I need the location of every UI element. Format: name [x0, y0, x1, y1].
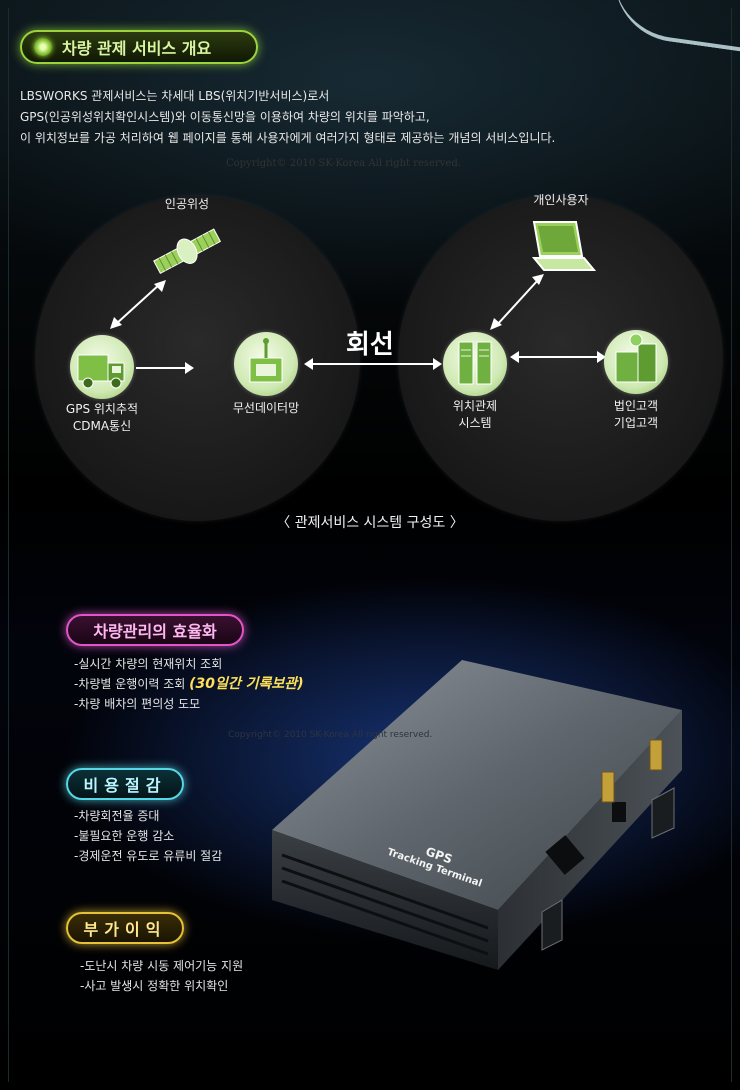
- arrow-wireless-control: [304, 358, 442, 370]
- line-label: 회선: [346, 330, 394, 360]
- wireless-node: 무선데이터망: [233, 332, 299, 415]
- list-item: -차량회전율 증대: [74, 809, 160, 823]
- intro-line-3: 이 위치정보를 가공 처리하여 웹 페이지를 통해 사용자에게 여러가지 형태로…: [20, 131, 556, 145]
- satellite-label: 인공위성: [164, 197, 210, 211]
- satellite-node: 인공위성: [152, 197, 224, 288]
- section-title-efficiency: 차량관리의 효율화: [66, 614, 244, 646]
- truck-icon: [70, 335, 134, 399]
- added-value-list: -도난시 차량 시동 제어기능 지원 -사고 발생시 정확한 위치확인: [80, 956, 243, 996]
- building-icon: [604, 330, 668, 394]
- copyright-watermark: Copyright© 2010 SK-Korea All right reser…: [226, 158, 461, 169]
- copyright-watermark-2: Copyright© 2010 SK-Korea All right reser…: [228, 730, 433, 740]
- section-title-overview: 차량 관제 서비스 개요: [20, 30, 258, 64]
- intro-line-2: GPS(인공위성위치확인시스템)와 이동통신망을 이용하여 차량의 위치를 파악…: [20, 110, 430, 124]
- list-item: -차량 배차의 편의성 도모: [74, 697, 201, 711]
- cost-list: -차량회전율 증대 -불필요한 운행 감소 -경제운전 유도로 유류비 절감: [74, 806, 222, 866]
- arrow-control-individual: [490, 274, 544, 330]
- individual-user-node: 개인사용자: [524, 193, 597, 282]
- green-dot-icon: [34, 38, 52, 56]
- arrow-satellite-truck: [110, 280, 166, 329]
- highlight-text: (30일간 기록보관): [189, 676, 304, 692]
- arrow-truck-wireless: [136, 362, 194, 374]
- individual-user-label: 개인사용자: [533, 193, 589, 207]
- gps-tracking-label: GPS 위치추적 CDMA통신: [65, 402, 139, 433]
- section-title-overview-label: 차량 관제 서비스 개요: [62, 39, 212, 58]
- laptop-icon: [531, 221, 597, 271]
- list-item: -경제운전 유도로 유류비 절감: [74, 849, 223, 863]
- gps-tracking-terminal-image: [272, 660, 682, 970]
- corporate-label: 법인고객 기업고객: [613, 399, 659, 430]
- list-item: -도난시 차량 시동 제어기능 지원: [80, 959, 244, 973]
- intro-text: LBSWORKS 관제서비스는 차세대 LBS(위치기반서비스)로서 GPS(인…: [20, 86, 720, 149]
- control-system-node: 위치관제 시스템: [443, 332, 507, 430]
- list-item: -실시간 차량의 현재위치 조회: [74, 657, 223, 671]
- corporate-node: 법인고객 기업고객: [604, 330, 668, 430]
- intro-line-1: LBSWORKS 관제서비스는 차세대 LBS(위치기반서비스)로서: [20, 89, 330, 103]
- gps-tracking-node: GPS 위치추적 CDMA통신: [66, 335, 138, 433]
- corner-swoosh: [606, 0, 740, 55]
- control-system-label: 위치관제 시스템: [452, 399, 498, 430]
- list-item: -사고 발생시 정확한 위치확인: [80, 979, 229, 993]
- section-title-cost: 비용절감: [66, 768, 184, 800]
- arrow-control-corporate: [510, 351, 606, 363]
- server-icon: [443, 332, 507, 396]
- list-item: -차량별 운행이력 조회 (30일간 기록보관): [74, 676, 304, 692]
- diagram-caption: 〈 관제서비스 시스템 구성도 〉: [276, 515, 464, 531]
- list-item: -불필요한 운행 감소: [74, 829, 175, 843]
- satellite-icon: [153, 228, 222, 275]
- section-title-added-value: 부가이익: [66, 912, 184, 944]
- wireless-label: 무선데이터망: [232, 401, 300, 415]
- efficiency-list: -실시간 차량의 현재위치 조회 -차량별 운행이력 조회 (30일간 기록보관…: [74, 654, 304, 714]
- wireless-tower-icon: [234, 332, 298, 396]
